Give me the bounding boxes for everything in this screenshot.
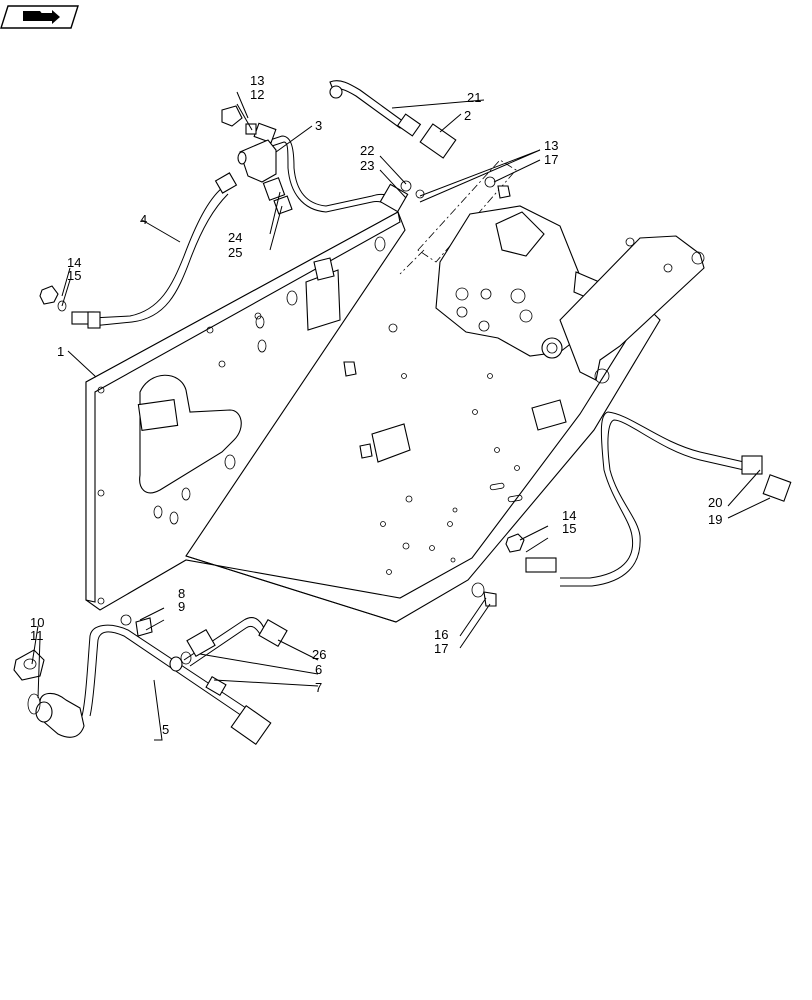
callout-12: 12 [250, 87, 264, 102]
pipe-2-21 [329, 80, 457, 159]
pipe-5 [13, 624, 272, 746]
callout-1: 1 [57, 344, 64, 359]
callout-labels: 1 2 3 4 5 6 7 8 9 10 11 12 13 13 14 14 1… [30, 73, 722, 737]
callout-17-a: 17 [434, 641, 448, 656]
callout-25: 25 [228, 245, 242, 260]
leader-lines [31, 91, 771, 741]
callout-8: 8 [178, 586, 185, 601]
callout-4: 4 [140, 212, 147, 227]
callout-26: 26 [312, 647, 326, 662]
callout-6: 6 [315, 662, 322, 677]
callout-19: 19 [708, 512, 722, 527]
callout-14-b: 14 [562, 508, 576, 523]
pipe-4 [39, 172, 238, 329]
callout-10: 10 [30, 615, 44, 630]
fasteners [120, 105, 511, 637]
pipe-6-7 [169, 617, 288, 696]
mounting-plate [85, 211, 661, 623]
pipe-19-20 [505, 411, 792, 587]
callout-15-b: 15 [562, 521, 576, 536]
callout-24: 24 [228, 230, 242, 245]
callout-11: 11 [30, 628, 44, 643]
next-page-arrow-icon[interactable] [0, 5, 79, 29]
callout-17-b: 17 [544, 152, 558, 167]
callout-16: 16 [434, 627, 448, 642]
callout-2: 2 [464, 108, 471, 123]
callout-3: 3 [315, 118, 322, 133]
tee-fitting [237, 139, 293, 215]
callout-5: 5 [162, 722, 169, 737]
callout-9: 9 [178, 599, 185, 614]
valve-block [399, 159, 705, 384]
callout-22: 22 [360, 143, 374, 158]
callout-13-a: 13 [250, 73, 264, 88]
callout-20: 20 [708, 495, 722, 510]
callout-23: 23 [360, 158, 374, 173]
callout-13-b: 13 [544, 138, 558, 153]
callout-14-a: 14 [67, 255, 81, 270]
callout-21: 21 [467, 90, 481, 105]
callout-15-a: 15 [67, 268, 81, 283]
callout-7: 7 [315, 680, 322, 695]
